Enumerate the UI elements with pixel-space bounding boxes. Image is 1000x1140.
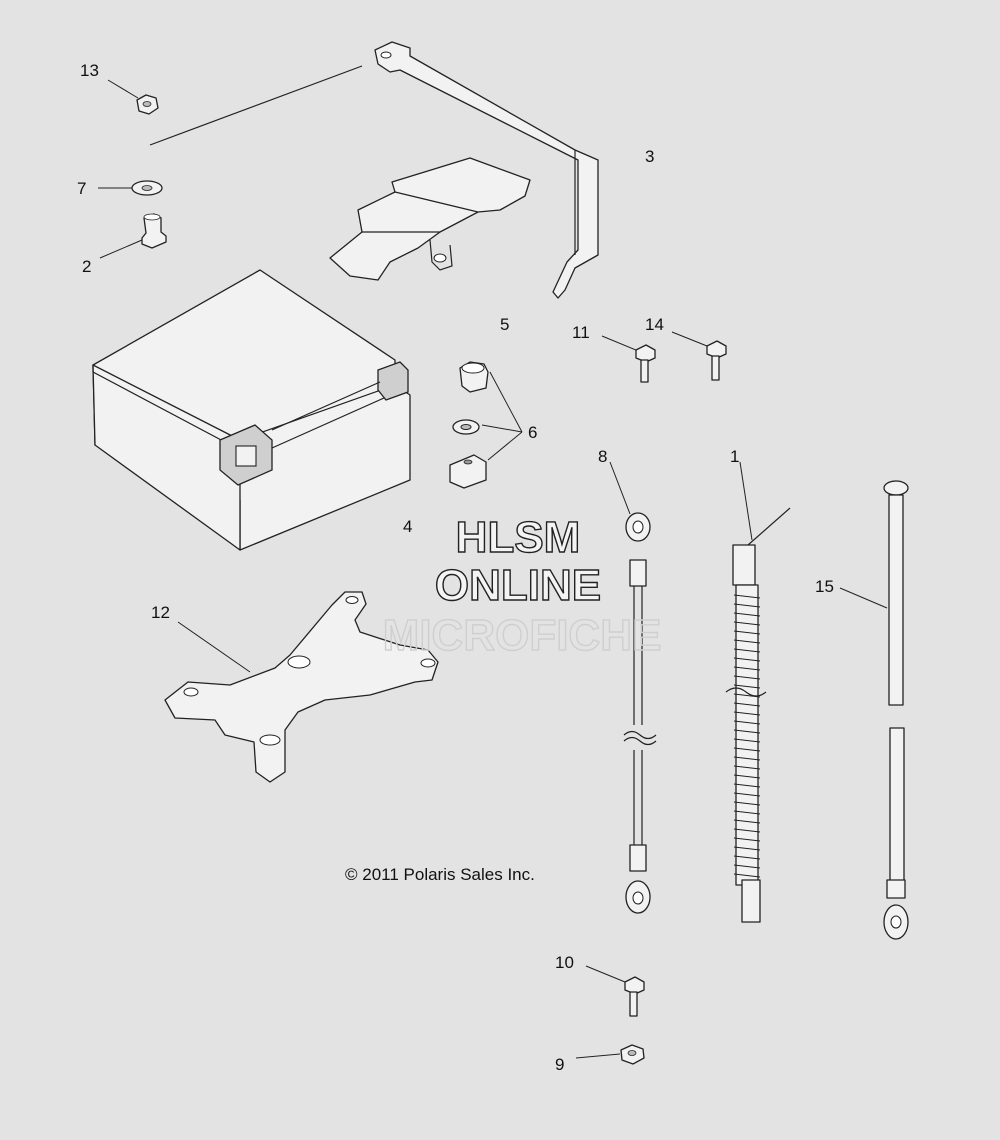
callout-4: 4 (403, 517, 412, 536)
bolt-10-part (585, 965, 645, 1017)
callout-10: 10 (555, 953, 574, 972)
callout-12: 12 (151, 603, 170, 622)
copyright-text: © 2011 Polaris Sales Inc. (345, 865, 535, 884)
bolt-11-part (601, 335, 656, 383)
battery-pad-part (329, 157, 531, 281)
callout-13: 13 (80, 61, 99, 80)
bolt-2-part (99, 213, 167, 259)
callout-6: 6 (528, 423, 537, 442)
cable-15-part (839, 480, 909, 940)
terminal-hardware-part (449, 361, 523, 489)
callout-3: 3 (645, 147, 654, 166)
callout-15: 15 (815, 577, 834, 596)
callout-2: 2 (82, 257, 91, 276)
callout-1: 1 (730, 447, 739, 466)
battery-bracket-part (164, 591, 439, 783)
watermark-line-1: HLSM (456, 513, 581, 562)
bolt-14-part (671, 331, 727, 381)
callout-14: 14 (645, 315, 664, 334)
cable-8-part (609, 461, 657, 914)
battery-strap-part (149, 41, 599, 299)
nut-9-part (575, 1044, 645, 1065)
watermark: HLSM ONLINE MICROFICHE (382, 512, 662, 660)
washer-7-part (98, 180, 163, 196)
watermark-line-3: MICROFICHE (383, 611, 662, 660)
cable-1-part (725, 461, 791, 923)
callout-8: 8 (598, 447, 607, 466)
callout-7: 7 (77, 179, 86, 198)
callout-9: 9 (555, 1055, 564, 1074)
battery-part (92, 269, 411, 551)
callout-5: 5 (500, 315, 509, 334)
callout-11: 11 (572, 323, 590, 342)
watermark-line-2: ONLINE (435, 561, 601, 610)
nut-13-part (107, 79, 159, 115)
